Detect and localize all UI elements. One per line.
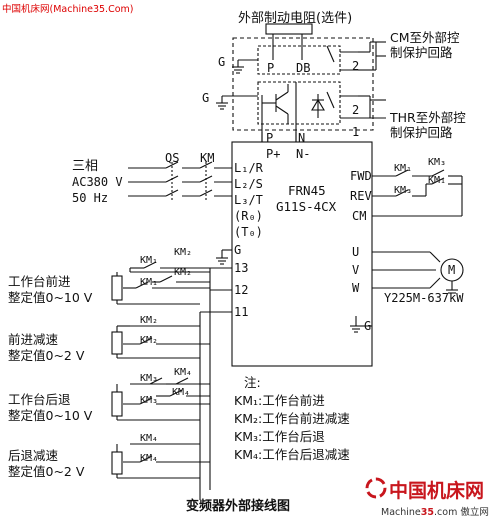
terminal-n-low: N xyxy=(298,131,306,145)
legend-item: KM₁:工作台前进 xyxy=(234,393,325,408)
supply-line3: 50 Hz xyxy=(72,191,109,205)
terminal-t0: (T₀) xyxy=(234,225,263,239)
terminal-g-inner: G xyxy=(364,319,372,333)
terminal-11: 11 xyxy=(234,305,249,319)
terminal-p-low: P xyxy=(266,131,274,145)
terminal-w: W xyxy=(352,281,360,295)
pot-label-2: 前进减速 整定值0~2 V xyxy=(8,332,85,363)
terminal-rev: REV xyxy=(350,189,372,203)
terminal-p-top: P xyxy=(267,61,275,75)
pot3-km4b: KM₄ xyxy=(172,387,191,398)
brake-resistor xyxy=(265,23,313,35)
source-caption: 中国机床网(Machine35.Com) xyxy=(2,4,134,15)
terminal-1-low: 1 xyxy=(352,125,360,139)
inverter-model-1: FRN45 xyxy=(288,183,326,198)
terminal-db-top: DB xyxy=(296,61,311,75)
thr-note: THR至外部控 制保护回路 xyxy=(390,110,466,140)
pot4-km4: KM₄ xyxy=(140,433,159,444)
legend-item: KM₂:工作台前进减速 xyxy=(234,411,350,426)
pot2-km2: KM₂ xyxy=(140,315,159,326)
terminal-13: 13 xyxy=(234,261,249,275)
pot1-km2: KM₂ xyxy=(174,247,193,258)
rev-km3: KM₃ xyxy=(394,185,413,196)
terminal-p-plus: P+ xyxy=(266,147,281,161)
terminal-v: V xyxy=(352,263,360,277)
resistor-box xyxy=(232,37,374,131)
terminal-g: G xyxy=(234,243,242,257)
pot1-km1: KM₁ xyxy=(140,255,159,266)
pot3-km3: KM₃ xyxy=(140,373,159,384)
fwd-km1: KM₁ xyxy=(394,163,413,174)
terminal-l3: L₃/T xyxy=(234,193,263,207)
pot-label-1: 工作台前进 整定值0~10 V xyxy=(8,274,93,305)
terminal-n-minus: N- xyxy=(296,147,311,161)
brand-url: Machine35.com 傲立网 xyxy=(381,507,489,518)
ground-label-mid: G xyxy=(202,91,210,105)
brand-emblem-icon xyxy=(365,477,387,499)
resistor-lower-box xyxy=(257,81,341,125)
pot3-km3b: KM₃ xyxy=(140,395,159,406)
terminal-fwd: FWD xyxy=(350,169,372,183)
km-label: KM xyxy=(200,151,215,165)
fwd-km3: KM₃ xyxy=(428,157,447,168)
terminal-l2: L₂/S xyxy=(234,177,263,191)
terminal-u: U xyxy=(352,245,360,259)
terminal-2-top: 2 xyxy=(352,59,360,73)
motor-model: Y225M-637kW xyxy=(384,291,464,305)
terminal-12: 12 xyxy=(234,283,249,297)
cm-note: CM至外部控 制保护回路 xyxy=(390,30,460,60)
rev-km1: KM₁ xyxy=(428,175,447,186)
brand-logo: 中国机床网 Machine35.com 傲立网 xyxy=(365,476,493,524)
supply-line1: 三相 xyxy=(72,159,99,174)
resistor-box-title: 外部制动电阻(选件) xyxy=(238,11,353,26)
pot2-km2b: KM₂ xyxy=(140,335,159,346)
legend-item: KM₄:工作台后退减速 xyxy=(234,447,350,462)
terminal-cm: CM xyxy=(352,209,367,223)
qs-label: QS xyxy=(165,151,180,165)
inverter-model-2: G11S-4CX xyxy=(276,199,337,214)
pot1-km2b: KM₂ xyxy=(174,267,193,278)
terminal-r0: (R₀) xyxy=(234,209,263,223)
pot1-km1b: KM₁ xyxy=(140,277,159,288)
supply-line2: AC380 V xyxy=(72,175,123,189)
legend-heading: 注: xyxy=(244,375,261,390)
pot-label-4: 后退减速 整定值0~2 V xyxy=(8,448,85,479)
diagram-caption: 变频器外部接线图 xyxy=(186,499,291,514)
ground-label-top: G xyxy=(218,55,226,69)
brand-name: 中国机床网 xyxy=(389,480,485,502)
legend-item: KM₃:工作台后退 xyxy=(234,429,325,444)
pot-label-3: 工作台后退 整定值0~10 V xyxy=(8,392,93,423)
motor-m: M xyxy=(448,263,456,277)
terminal-l1: L₁/R xyxy=(234,161,263,175)
pot3-km4: KM₄ xyxy=(174,367,193,378)
inverter-box xyxy=(231,141,373,367)
terminal-2-low: 2 xyxy=(352,103,360,117)
pot4-km4b: KM₄ xyxy=(140,453,159,464)
